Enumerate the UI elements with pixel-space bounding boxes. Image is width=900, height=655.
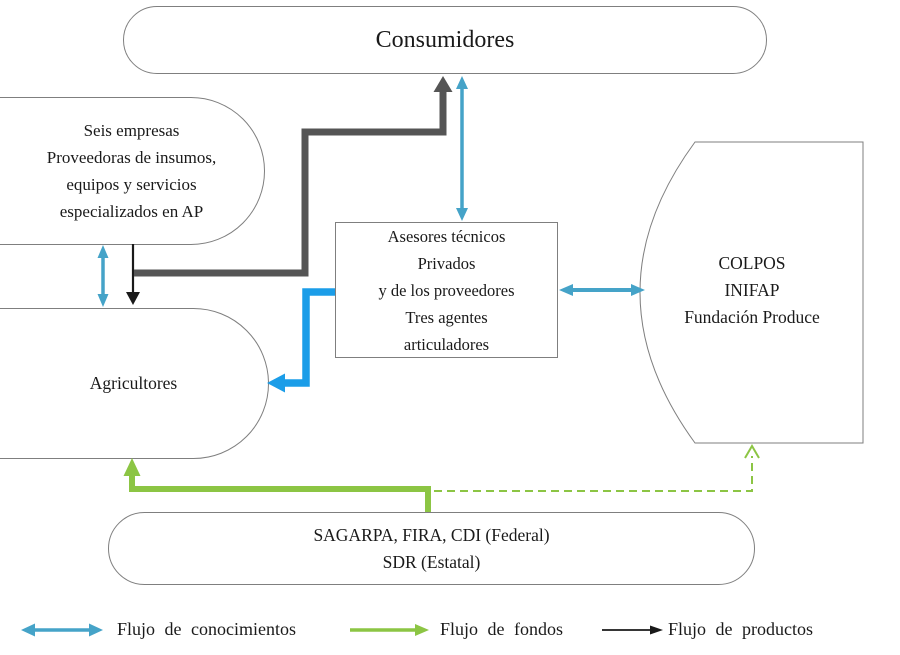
legend-knowledge-arrowhead-right-icon — [89, 623, 103, 637]
funds-arrowhead-up-open-icon — [744, 444, 760, 459]
funds-arrow-gobierno-colpos — [434, 444, 760, 492]
node-agricultores-label: Agricultores — [89, 373, 178, 393]
legend-knowledge-arrowhead-left-icon — [21, 623, 35, 637]
node-proveedores-line-4: especializados en AP — [59, 202, 204, 221]
node-gobierno-line-2: SDR (Estatal) — [382, 551, 481, 572]
node-asesores-line-4: Tres agentes — [405, 307, 488, 327]
node-asesores-line-2: Privados — [417, 253, 476, 273]
knowledge-arrow-proveedores-agricultores — [97, 245, 109, 307]
node-colpos: COLPOS INIFAP Fundación Produce — [652, 250, 852, 331]
knowledge-arrowhead-left-icon — [267, 373, 285, 393]
legend-funds-arrowhead-right-icon — [415, 624, 429, 636]
knowledge-arrowhead-down-icon — [456, 208, 468, 221]
knowledge-arrowhead-left-icon — [559, 284, 573, 296]
node-asesores: Asesores técnicos Privados y de los prov… — [335, 222, 558, 358]
legend-products-arrowhead-right-icon — [650, 625, 663, 635]
node-consumidores-label: Consumidores — [375, 26, 515, 53]
knowledge-arrow-asesores-colpos — [559, 284, 645, 296]
funds-arrowhead-up-icon — [123, 458, 141, 476]
node-proveedores: Seis empresas Proveedoras de insumos, eq… — [0, 97, 265, 245]
legend-products-arrow-icon — [602, 625, 663, 635]
knowledge-arrowhead-up-icon — [97, 245, 109, 258]
node-asesores-line-3: y de los proveedores — [378, 280, 515, 300]
products-arrow-proveedores-agricultores — [126, 244, 140, 305]
node-gobierno-line-1: SAGARPA, FIRA, CDI (Federal) — [313, 524, 550, 545]
knowledge-arrowhead-right-icon — [631, 284, 645, 296]
node-asesores-line-5: articuladores — [403, 334, 490, 354]
knowledge-arrow-asesores-agricultores-line — [285, 288, 335, 387]
node-colpos-line-2: INIFAP — [724, 280, 780, 300]
funds-arrow-gobierno-colpos-line — [434, 456, 753, 492]
knowledge-arrow-consumidores-asesores — [456, 76, 468, 221]
knowledge-arrowhead-up-icon — [456, 76, 468, 89]
products-arrowhead-up-icon — [433, 76, 453, 92]
knowledge-arrowhead-down-icon — [97, 294, 109, 307]
legend-funds-arrow-icon — [350, 624, 429, 636]
legend-label-funds: Flujo de fondos — [440, 619, 564, 639]
funds-arrow-gobierno-agricultores — [123, 458, 431, 512]
node-asesores-line-1: Asesores técnicos — [387, 226, 506, 246]
products-arrowhead-down-icon — [126, 292, 140, 305]
node-proveedores-line-1: Seis empresas — [83, 121, 180, 140]
funds-arrow-gobierno-agricultores-line — [129, 474, 431, 512]
node-gobierno: SAGARPA, FIRA, CDI (Federal) SDR (Estata… — [108, 512, 755, 585]
node-colpos-line-3: Fundación Produce — [684, 307, 820, 327]
node-agricultores: Agricultores — [0, 308, 269, 459]
node-colpos-line-1: COLPOS — [718, 253, 786, 273]
node-proveedores-line-3: equipos y servicios — [66, 175, 197, 194]
legend-label-knowledge: Flujo de conocimientos — [117, 619, 296, 639]
node-proveedores-line-2: Proveedoras de insumos, — [46, 148, 217, 167]
node-consumidores: Consumidores — [123, 6, 767, 74]
legend-knowledge-arrow-icon — [21, 623, 103, 637]
legend-label-products: Flujo de productos — [668, 619, 813, 639]
knowledge-arrow-asesores-agricultores — [267, 288, 335, 393]
